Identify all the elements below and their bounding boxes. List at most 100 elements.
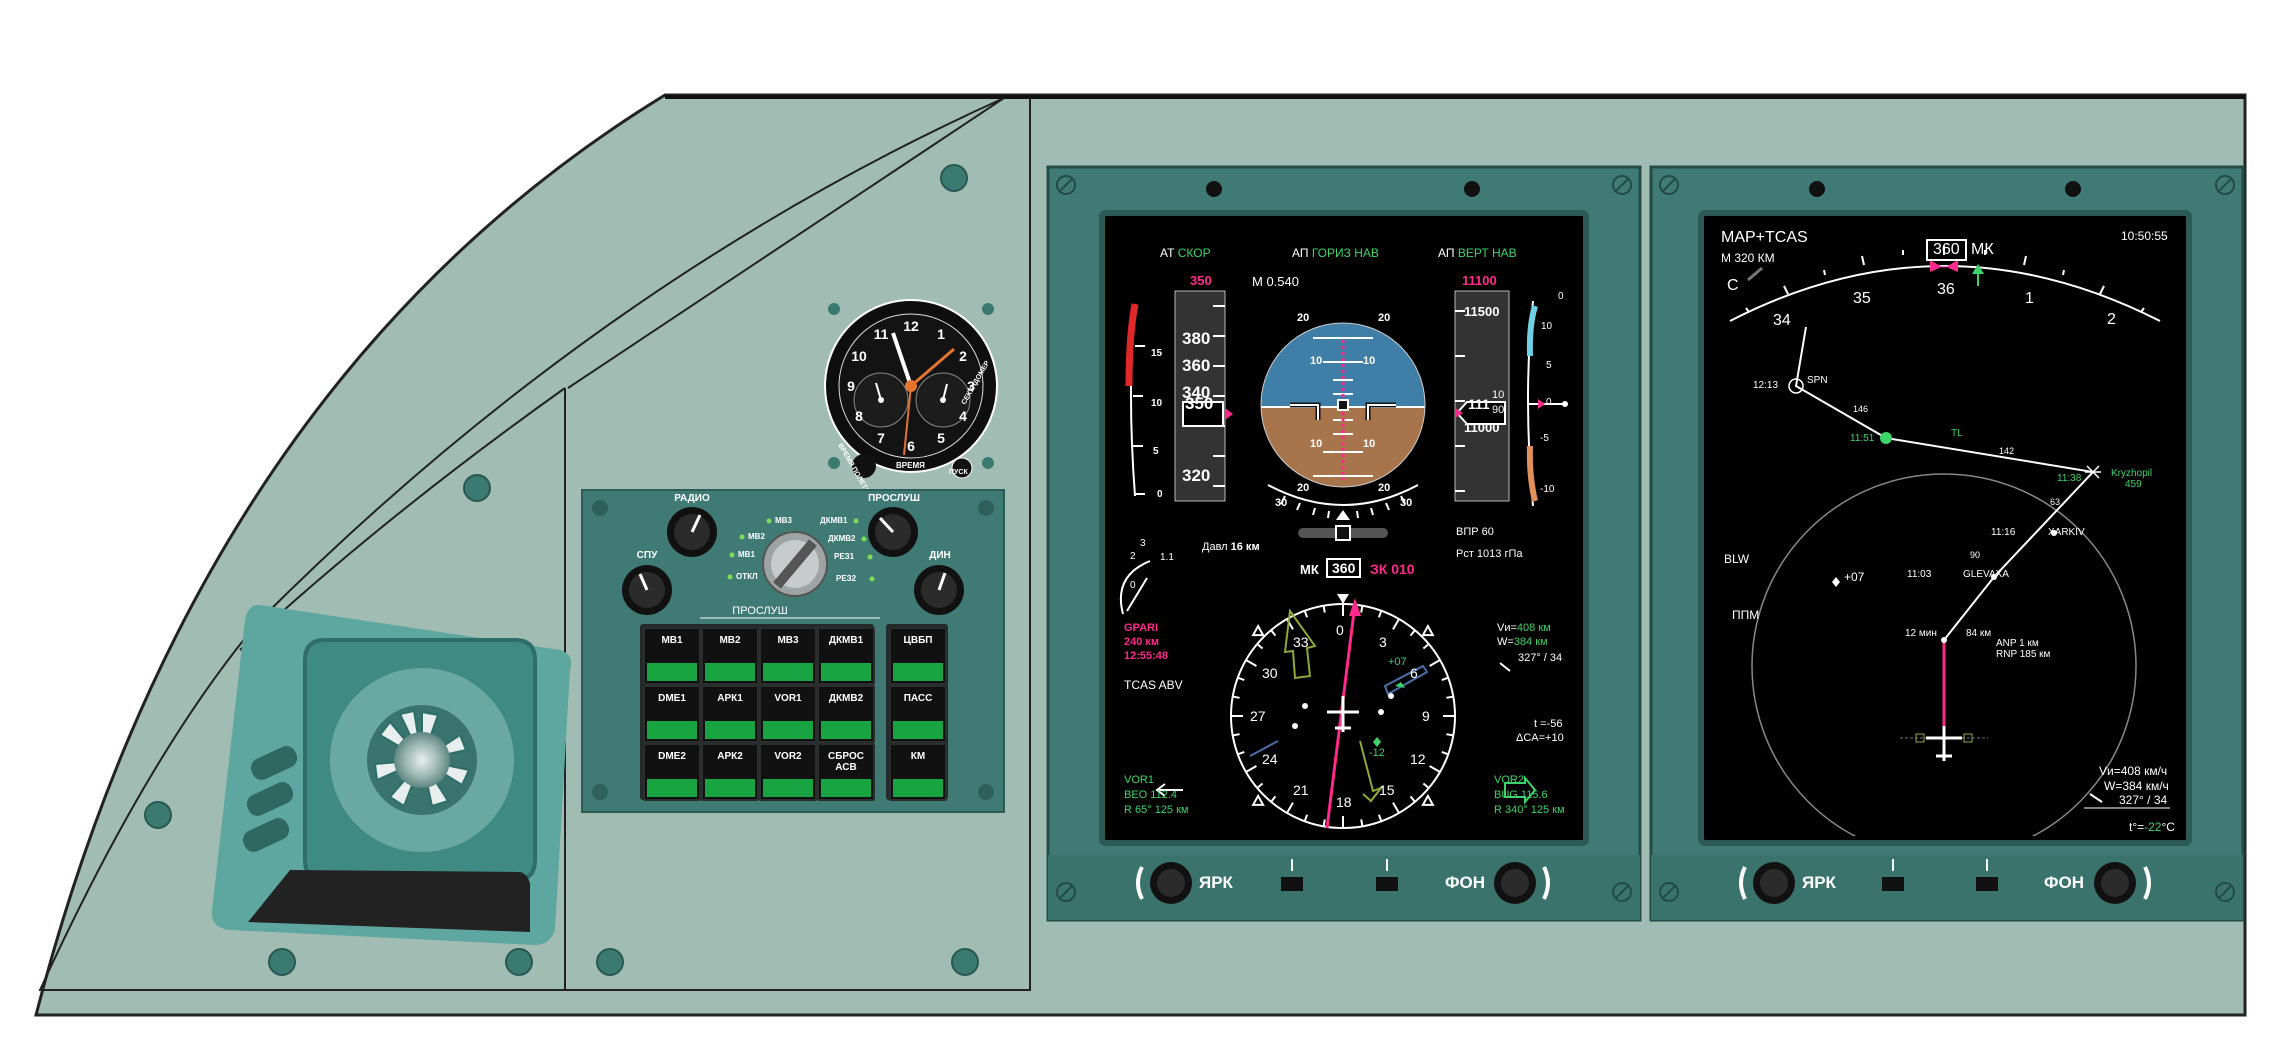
audio-button[interactable]: ДКМВ2 xyxy=(817,685,875,743)
audio-button-label: МВ1 xyxy=(661,635,683,646)
pfd-brightness-label[interactable]: ЯРК xyxy=(1199,873,1233,892)
radio-knob[interactable] xyxy=(667,507,717,557)
w-label: W= xyxy=(1497,636,1514,648)
audio-button[interactable]: VOR2 xyxy=(759,743,817,801)
nd-leg-label: 63 xyxy=(2050,497,2061,507)
panel-screws xyxy=(144,164,979,976)
audio-button-indicator xyxy=(705,779,755,797)
audio-button[interactable]: ДКМВ1 xyxy=(817,627,875,685)
compass-tick xyxy=(1237,676,1245,682)
nd-brightness-label[interactable]: ЯРК xyxy=(1802,873,1836,892)
audio-button[interactable]: АРК1 xyxy=(701,685,759,743)
selector-position-label: ДКМВ2 xyxy=(828,534,856,543)
prosl-knob[interactable] xyxy=(868,507,918,557)
audio-button-label: VOR2 xyxy=(774,751,802,762)
compass-tick xyxy=(1245,765,1257,773)
audio-button[interactable]: DME1 xyxy=(643,685,701,743)
altitude-roll-1: 10 xyxy=(1492,389,1505,401)
compass-label: 0 xyxy=(1336,622,1344,638)
nd-temp-prefix: t°= xyxy=(2129,820,2145,834)
audio-button[interactable]: DME2 xyxy=(643,743,701,801)
dist-label: Давл xyxy=(1202,541,1228,553)
bank-label-left: 30 xyxy=(1275,497,1288,509)
w-value: 384 км xyxy=(1513,636,1548,648)
nd-c-label: С xyxy=(1727,277,1739,294)
vor2-radial: R 340° 125 км xyxy=(1494,804,1565,816)
nd-vi: Vи=408 км/ч xyxy=(2099,764,2168,778)
mach-number: М 0.540 xyxy=(1252,274,1299,289)
mini-gauge-label: 2 xyxy=(1130,551,1136,562)
nd-leg-label: 142 xyxy=(1999,446,2015,456)
compass-tick xyxy=(1392,802,1400,814)
wpt-dist: 240 км xyxy=(1124,636,1160,648)
din-knob[interactable] xyxy=(914,565,964,615)
nd-waypoint-name: XARKIV xyxy=(2048,527,2085,538)
left-scale-label: 5 xyxy=(1153,446,1159,457)
selector-led xyxy=(869,576,875,582)
compass-tick xyxy=(1409,795,1416,803)
nd-rnp: RNP 185 км xyxy=(1996,649,2051,660)
audio-button[interactable]: МВ1 xyxy=(643,627,701,685)
current-altitude: 111 xyxy=(1468,396,1490,412)
compass-tick xyxy=(1232,733,1240,737)
spu-label: СПУ xyxy=(636,550,658,561)
mini-gauge-label: 3 xyxy=(1140,538,1146,549)
compass-tick xyxy=(1441,676,1449,682)
side-button[interactable]: ПАСС xyxy=(889,685,947,743)
compass-tick xyxy=(1446,695,1454,699)
pitch-label: 10 xyxy=(1310,438,1323,450)
side-button[interactable]: КМ xyxy=(889,743,947,801)
compass-tick xyxy=(1256,782,1264,789)
nd-time-to: 12 мин xyxy=(1905,628,1937,639)
speed-tape-label: 380 xyxy=(1182,329,1211,348)
selector-position-label: ОТКЛ xyxy=(736,572,758,581)
nd-background-label[interactable]: ФОН xyxy=(2044,873,2085,892)
compass-diamond xyxy=(1421,793,1435,806)
audio-button[interactable]: АРК2 xyxy=(701,743,759,801)
vor1-radial: R 65° 125 км xyxy=(1124,804,1189,816)
clock-bottom-label: ВРЕМЯ xyxy=(896,461,925,470)
audio-button[interactable]: СБРОС АСВ xyxy=(817,743,875,801)
nd-ppm: ППМ xyxy=(1732,608,1760,622)
audio-button-indicator xyxy=(763,779,813,797)
compass-label: 9 xyxy=(1422,708,1430,724)
vi-value: 408 км xyxy=(1516,622,1551,634)
audio-button-label: ДКМВ1 xyxy=(828,635,864,646)
compass-tick xyxy=(1237,750,1245,756)
pitch-label: 10 xyxy=(1363,438,1376,450)
pfd-background-label[interactable]: ФОН xyxy=(1445,873,1486,892)
compass-tick xyxy=(1429,659,1441,667)
audio-button[interactable]: МВ3 xyxy=(759,627,817,685)
clock-numeral: 2 xyxy=(959,348,967,364)
selector-led xyxy=(727,574,733,580)
compass-label: 18 xyxy=(1336,794,1352,810)
nd-waypoint-name: GLEVAXA xyxy=(1963,569,2009,580)
audio-button[interactable]: VOR1 xyxy=(759,685,817,743)
pitch-label: 10 xyxy=(1363,355,1376,367)
compass-tick xyxy=(1392,618,1400,630)
vs-scale-label: -10 xyxy=(1540,484,1555,495)
speed-tape-label: 340 xyxy=(1182,383,1211,402)
air-vent[interactable] xyxy=(211,604,572,945)
side-button[interactable]: ЦВБП xyxy=(889,627,947,685)
compass-tick xyxy=(1422,782,1430,789)
selector-led xyxy=(729,552,735,558)
aircraft-clock[interactable] xyxy=(824,299,998,479)
side-button-label: ЦВБП xyxy=(903,635,933,646)
audio-button-label: АРК2 xyxy=(717,751,743,762)
clock-numeral: 1 xyxy=(937,326,945,342)
clock-numeral: 9 xyxy=(847,378,855,394)
nd-waypoint-time: 11:16 xyxy=(1991,527,2016,538)
speed-bug: 350 xyxy=(1190,273,1212,288)
compass-tick xyxy=(1360,819,1364,827)
compass-tick xyxy=(1377,814,1383,822)
left-scale-label: 15 xyxy=(1151,348,1163,359)
spu-knob[interactable] xyxy=(622,565,672,615)
hsi-compass xyxy=(1230,594,1456,829)
channel-selector[interactable] xyxy=(762,531,828,597)
speed-tape-label: 360 xyxy=(1182,356,1211,375)
compass-diamond xyxy=(1251,793,1265,806)
audio-button[interactable]: МВ2 xyxy=(701,627,759,685)
pfd-screen xyxy=(1119,290,1568,829)
clock-numeral: 4 xyxy=(959,408,967,424)
